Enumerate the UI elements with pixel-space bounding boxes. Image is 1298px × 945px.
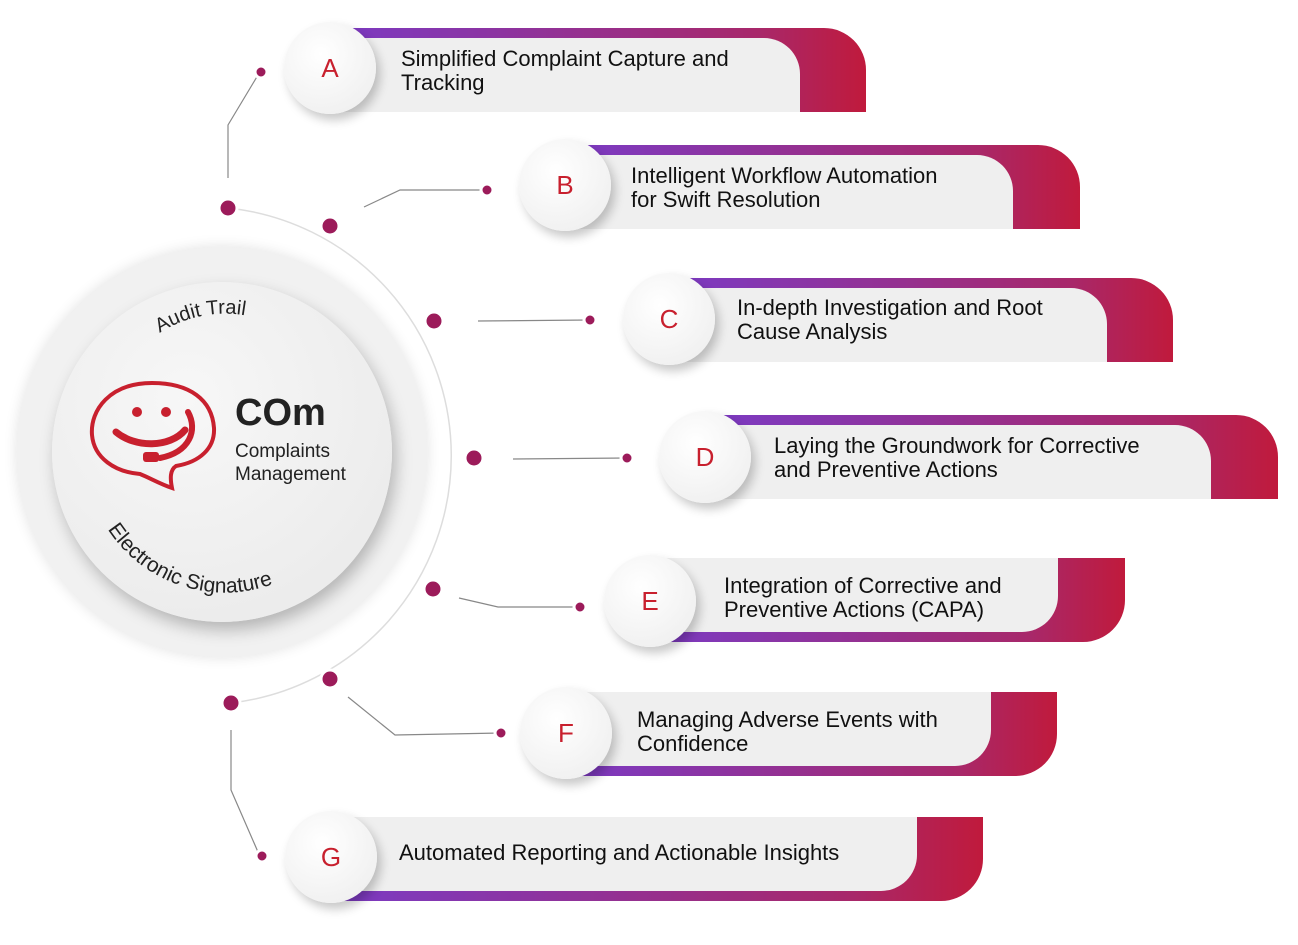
end-dot	[572, 599, 588, 615]
arc-dot	[423, 310, 445, 332]
end-dot	[479, 182, 495, 198]
svg-text:Electronic Signature: Electronic Signature	[103, 519, 274, 598]
feature-banner-f	[566, 692, 1057, 776]
feature-banner-g	[331, 817, 983, 901]
center-hub	[52, 282, 392, 622]
arc-dot	[422, 578, 444, 600]
feature-banner-c	[669, 278, 1173, 362]
arc-dot	[463, 447, 485, 469]
feature-banner-e	[650, 558, 1125, 642]
feature-badge-g: G	[285, 811, 377, 903]
end-dot	[493, 725, 509, 741]
arc-dot	[319, 215, 341, 237]
connector-b	[363, 189, 487, 208]
complaints-logo-icon	[89, 380, 217, 491]
connector-f	[347, 696, 502, 736]
feature-badge-c: C	[623, 273, 715, 365]
feature-badge-e: E	[604, 555, 696, 647]
feature-banner-a	[330, 28, 866, 112]
subtitle-line: Management	[235, 464, 346, 485]
outer-arc-edge	[227, 207, 452, 704]
audit-trail-label: Audit Trail	[151, 297, 247, 338]
feature-badge-b: B	[519, 139, 611, 231]
arc-dot	[217, 197, 239, 219]
connector-c	[477, 319, 591, 322]
svg-text:Audit Trail: Audit Trail	[151, 297, 247, 338]
arc-dot	[319, 668, 341, 690]
brand-name: COm	[235, 392, 326, 434]
feature-banner-d	[705, 415, 1278, 499]
feature-badge-a: A	[284, 22, 376, 114]
connector-a	[227, 74, 259, 178]
feature-badge-f: F	[520, 687, 612, 779]
feature-text-g: Automated Reporting and Actionable Insig…	[399, 840, 840, 865]
connector-g	[230, 730, 259, 853]
feature-banner-b	[565, 145, 1080, 229]
end-dot	[254, 848, 270, 864]
end-dot	[253, 64, 269, 80]
connector-e	[458, 597, 580, 608]
end-dot	[619, 450, 635, 466]
end-dot	[582, 312, 598, 328]
subtitle-line: Complaints	[235, 441, 331, 462]
connector-d	[512, 457, 628, 460]
feature-badge-d: D	[659, 411, 751, 503]
arc-dot	[220, 692, 242, 714]
electronic-signature-label: Electronic Signature	[103, 519, 274, 598]
